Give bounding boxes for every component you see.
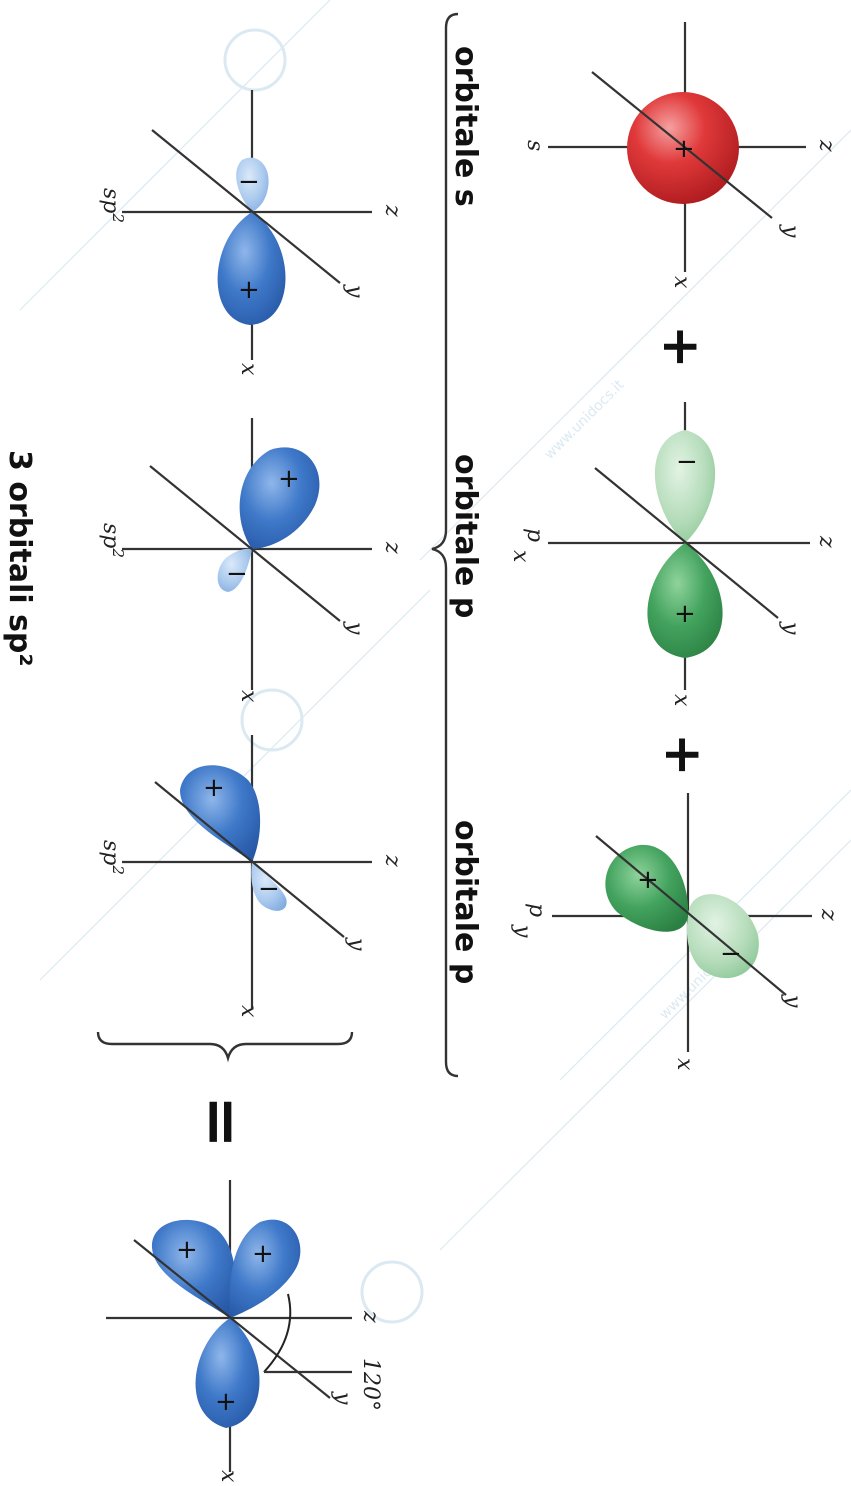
sp2-2-axis-z-label: z <box>380 541 405 554</box>
plus-operator-1: + <box>651 325 711 369</box>
sp2-combined-axis-z-label: z <box>358 1310 383 1323</box>
sp2-2-lobe-positive <box>239 447 320 549</box>
sp2-combined-lobe-2 <box>229 1219 301 1318</box>
orbital-p-label-1: orbitale p <box>448 454 483 618</box>
s-orbital-figure: + z y x s <box>522 22 839 289</box>
sp2-combined-figure: + + + z y x 120° <box>106 1180 383 1483</box>
sp2-combined-axis-x-label: x <box>216 1470 241 1483</box>
py-axis-y-label: y <box>780 994 805 1008</box>
sp2-1-axis-y-label: y <box>342 284 367 298</box>
py-lobe-positive <box>605 844 689 932</box>
px-orbital-figure: − + z y x p x <box>508 402 839 707</box>
s-orbital-sphere <box>627 92 739 204</box>
angle-label: 120° <box>358 1358 383 1411</box>
py-orbital-name: p <box>524 903 549 917</box>
sp2-1-lobe-positive <box>217 212 286 325</box>
sp2-3-axis-y-label: y <box>344 937 369 951</box>
s-axis-z-label: z <box>814 139 839 152</box>
py-orbital-subscript: y <box>510 924 535 938</box>
px-lobe-positive <box>647 543 723 658</box>
sp2-3-axis-x-label: x <box>236 1005 261 1018</box>
sp2-2-name: sp2 <box>98 523 127 558</box>
sp2-3-sign-negative: − <box>258 874 280 904</box>
sp2-combined-sign-2: + <box>252 1239 274 1269</box>
sp2-1-axis-x-label: x <box>236 363 261 376</box>
orbital-p-label-2: orbitale p <box>448 820 483 984</box>
px-axis-z-label: z <box>814 535 839 548</box>
sp2-2-axis-x-label: x <box>236 690 261 703</box>
watermark: www.unidocs.it www.unidocs.it <box>19 0 851 1324</box>
s-orbital-sign: + <box>673 134 695 164</box>
py-orbital-figure: + − z y x p y <box>510 793 841 1071</box>
sp2-combined-axis-y-label: y <box>330 1391 355 1405</box>
equals-operator: = <box>184 1095 258 1149</box>
py-sign-negative: − <box>720 939 742 969</box>
s-axis-x-label: x <box>669 276 694 289</box>
sp2-1-lobe-negative <box>236 157 269 212</box>
sp2-2-sign-positive: + <box>278 464 300 494</box>
angle-arc <box>263 1293 292 1373</box>
sp2-orbital-figure-1: − + z y x sp2 <box>98 90 405 376</box>
sp2-2-sign-negative: − <box>226 559 248 589</box>
px-orbital-subscript: x <box>508 550 533 563</box>
sp2-3-lobe-positive <box>180 765 261 862</box>
hybrid-orbitals-title: 3 orbitali sp² <box>2 450 37 667</box>
sp2-combined-sign-3: + <box>215 1387 237 1417</box>
sp2-orbital-figure-3: + − z y x sp2 <box>98 735 405 1018</box>
s-axis-y-label: y <box>778 224 803 238</box>
px-sign-positive: + <box>674 599 696 629</box>
px-axis-y-label: y <box>778 621 803 635</box>
sp2-1-sign-negative: − <box>238 167 260 197</box>
sp2-3-lobe-negative <box>251 862 287 911</box>
sp2-3-name: sp2 <box>98 840 127 875</box>
sp2-3-axis-z-label: z <box>380 854 405 867</box>
plus-operator-2: + <box>653 733 713 777</box>
sp2-combined-lobe-3 <box>195 1318 260 1428</box>
brace-sp2-group <box>96 1031 354 1063</box>
unidocs-logo-icon <box>223 28 424 1324</box>
sp2-combined-lobe-1 <box>151 1219 236 1318</box>
py-axis-x-label: x <box>672 1058 697 1071</box>
sp2-1-name: sp2 <box>98 188 127 223</box>
sp2-1-sign-positive: + <box>238 275 260 305</box>
sp2-orbital-figure-2: + − z y x sp2 <box>98 418 405 703</box>
py-sign-positive: + <box>637 865 659 895</box>
sp2-2-axis-y-label: y <box>342 621 367 635</box>
py-axis-z-label: z <box>816 908 841 921</box>
sp2-3-sign-positive: + <box>203 773 225 803</box>
brace-top-group <box>431 12 459 1078</box>
sp2-1-axis-z-label: z <box>380 204 405 217</box>
sp2-2-lobe-negative <box>217 548 252 592</box>
s-orbital-name: s <box>522 140 547 151</box>
sp2-combined-sign-1: + <box>176 1235 198 1265</box>
px-sign-negative: − <box>676 447 698 477</box>
orbital-s-label: orbitale s <box>448 46 483 207</box>
watermark-text-1: www.unidocs.it <box>542 377 628 463</box>
px-lobe-negative <box>654 430 716 543</box>
px-orbital-name: p <box>522 528 547 542</box>
px-axis-x-label: x <box>669 694 694 707</box>
